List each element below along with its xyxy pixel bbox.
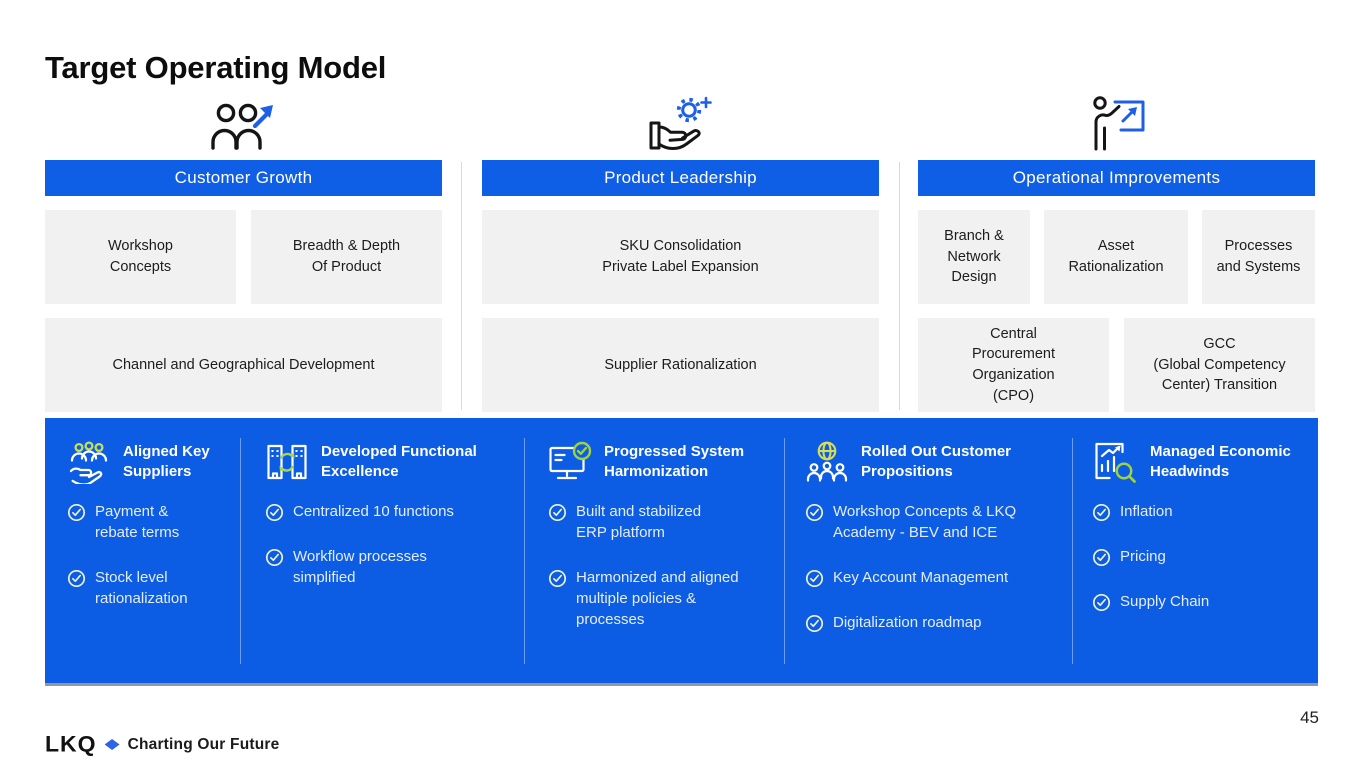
achievement-item-text: Stock level rationalization (95, 569, 188, 607)
achievement-header: Aligned Key Suppliers (67, 438, 232, 486)
chart-magnifier-icon (1095, 442, 1136, 483)
people-growth-icon (45, 98, 442, 152)
achievement-item: Workflow processes simplified (265, 546, 517, 588)
panel-divider (240, 438, 241, 664)
achievement-item: Centralized 10 functions (265, 501, 517, 522)
achievement-item-text: Pricing (1120, 548, 1166, 565)
achievement-item-text: Harmonized and aligned multiple policies… (576, 569, 739, 628)
box-row: Supplier Rationalization (482, 318, 879, 412)
achievements-panel: Aligned Key Suppliers Payment & rebate t… (45, 418, 1318, 686)
check-circle-icon (67, 569, 86, 588)
check-circle-icon (548, 569, 567, 588)
initiative-box: Channel and Geographical Development (45, 318, 442, 412)
pillar-header-product-leadership: Product Leadership (482, 160, 879, 196)
achievement-item-text: Workshop Concepts & LKQ Academy - BEV an… (833, 503, 1017, 541)
pillar-header-customer-growth: Customer Growth (45, 160, 442, 196)
globe-people-icon (806, 441, 848, 482)
column-divider (899, 162, 900, 410)
lkq-logo: LKQ (45, 731, 97, 757)
hand-gear-icon (482, 96, 879, 152)
footer-tagline: Charting Our Future (127, 735, 280, 753)
buildings-sync-icon (267, 444, 307, 480)
achievement-item: Built and stabilized ERP platform (548, 501, 780, 543)
check-circle-icon (805, 503, 824, 522)
check-circle-icon (265, 548, 284, 567)
footer: LKQ Charting Our Future (45, 731, 279, 758)
box-row: Channel and Geographical Development (45, 318, 442, 412)
achievement-title: Managed Economic Headwinds (1150, 443, 1291, 480)
check-circle-icon (548, 503, 567, 522)
check-circle-icon (805, 614, 824, 633)
achievement-header: Rolled Out Customer Propositions (805, 438, 1065, 486)
panel-divider (1072, 438, 1073, 664)
achievement-item: Key Account Management (805, 567, 1065, 588)
check-circle-icon (67, 503, 86, 522)
page-number: 45 (1300, 708, 1319, 727)
achievement-item: Pricing (1092, 546, 1310, 567)
achievement-title: Developed Functional Excellence (321, 443, 477, 480)
box-row: Workshop Concepts Breadth & Depth Of Pro… (45, 210, 442, 304)
pillar-customer-growth: Customer Growth Workshop Concepts Breadt… (45, 98, 442, 412)
achievement-progressed-system-harmonization: Progressed System Harmonization Built an… (548, 438, 780, 654)
achievement-item-text: Workflow processes simplified (293, 548, 427, 586)
suppliers-hand-icon (69, 441, 108, 484)
achievement-item: Stock level rationalization (67, 567, 232, 609)
check-circle-icon (805, 569, 824, 588)
achievement-title: Aligned Key Suppliers (123, 443, 210, 480)
achievement-rolled-out-customer-propositions: Rolled Out Customer Propositions Worksho… (805, 438, 1065, 657)
achievement-item-text: Centralized 10 functions (293, 503, 454, 520)
check-circle-icon (1092, 593, 1111, 612)
initiative-box: GCC (Global Competency Center) Transitio… (1124, 318, 1315, 412)
achievement-aligned-key-suppliers: Aligned Key Suppliers Payment & rebate t… (67, 438, 232, 633)
achievement-item-text: Key Account Management (833, 569, 1009, 586)
check-circle-icon (1092, 548, 1111, 567)
achievement-header: Managed Economic Headwinds (1092, 438, 1310, 486)
achievement-header: Progressed System Harmonization (548, 438, 780, 486)
diamond-icon (104, 739, 120, 750)
achievement-item-text: Built and stabilized ERP platform (576, 503, 702, 541)
achievement-item: Harmonized and aligned multiple policies… (548, 567, 780, 630)
pillar-header-operational-improvements: Operational Improvements (918, 160, 1315, 196)
achievement-title: Progressed System Harmonization (604, 443, 745, 480)
achievement-item: Digitalization roadmap (805, 612, 1065, 633)
page-title: Target Operating Model (45, 50, 387, 85)
person-chart-icon (918, 96, 1315, 152)
initiative-box: Workshop Concepts (45, 210, 236, 304)
achievement-item: Payment & rebate terms (67, 501, 232, 543)
initiative-box: SKU Consolidation Private Label Expansio… (482, 210, 879, 304)
achievement-item-text: Supply Chain (1120, 593, 1210, 610)
initiative-box: Breadth & Depth Of Product (251, 210, 442, 304)
achievement-item: Inflation (1092, 501, 1310, 522)
achievement-developed-functional-excellence: Developed Functional Excellence Centrali… (265, 438, 517, 612)
pillar-operational-improvements: Operational Improvements Branch & Networ… (918, 96, 1315, 412)
check-circle-icon (265, 503, 284, 522)
achievement-item-text: Payment & rebate terms (95, 503, 180, 541)
achievement-title: Rolled Out Customer Propositions (861, 443, 1012, 480)
achievement-item: Workshop Concepts & LKQ Academy - BEV an… (805, 501, 1065, 543)
check-circle-icon (1092, 503, 1111, 522)
column-divider (461, 162, 462, 410)
panel-divider (524, 438, 525, 664)
achievement-header: Developed Functional Excellence (265, 438, 517, 486)
box-row: Central Procurement Organization (CPO) G… (918, 318, 1315, 412)
initiative-box: Asset Rationalization (1044, 210, 1188, 304)
achievement-managed-economic-headwinds: Managed Economic Headwinds Inflation Pri… (1092, 438, 1310, 636)
initiative-box: Central Procurement Organization (CPO) (918, 318, 1109, 412)
initiative-box: Supplier Rationalization (482, 318, 879, 412)
achievement-item: Supply Chain (1092, 591, 1310, 612)
achievement-item-text: Inflation (1120, 503, 1173, 520)
achievement-item-text: Digitalization roadmap (833, 614, 982, 631)
box-row: Branch & Network Design Asset Rationaliz… (918, 210, 1315, 304)
pillar-product-leadership: Product Leadership SKU Consolidation Pri… (482, 96, 879, 412)
monitor-check-icon (549, 441, 592, 480)
panel-divider (784, 438, 785, 664)
initiative-box: Processes and Systems (1202, 210, 1315, 304)
box-row: SKU Consolidation Private Label Expansio… (482, 210, 879, 304)
initiative-box: Branch & Network Design (918, 210, 1030, 304)
